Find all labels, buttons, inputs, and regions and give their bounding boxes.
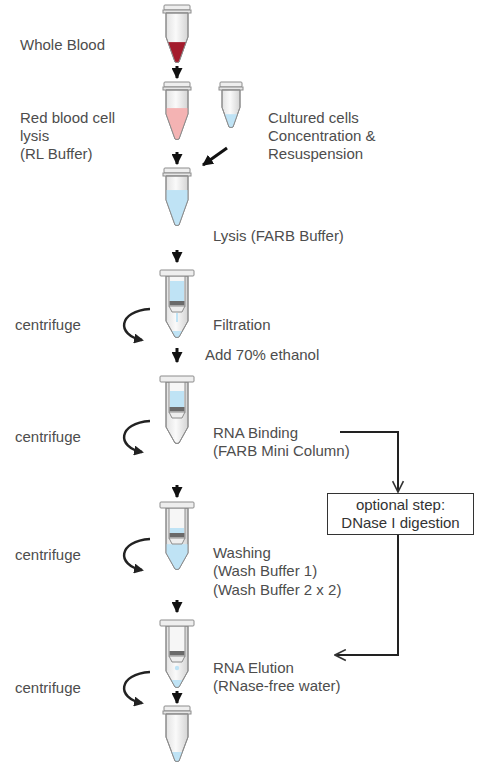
step-detail: (Wash Buffer 2 x 2) <box>213 581 341 599</box>
column-tube-drawing <box>160 376 194 444</box>
centrifuge-label: centrifuge <box>15 428 81 446</box>
step-label: Red blood cell lysis <box>20 109 130 145</box>
column-tube-drawing <box>160 502 194 570</box>
flow-arrow <box>176 348 179 362</box>
lysis-tube: Lysis (FARB Buffer) <box>163 168 208 226</box>
centrifuge-arrow <box>124 539 150 570</box>
step-label: Cultured cells <box>268 109 359 127</box>
step-detail: (RL Buffer) <box>20 145 93 163</box>
flow-arrow <box>203 148 227 165</box>
step-label: Lysis (FARB Buffer) <box>213 227 344 245</box>
step-detail: (Wash Buffer 1) <box>213 562 317 580</box>
flow-arrow <box>176 250 179 262</box>
centrifuge-arrows <box>124 309 150 703</box>
flow-arrow <box>176 485 179 497</box>
centrifuge-arrow <box>124 421 150 452</box>
optional-connector <box>340 432 398 492</box>
step-note: DNase I digestion <box>341 514 459 532</box>
microtube-drawing <box>163 168 191 226</box>
step-label: Whole Blood <box>20 36 105 54</box>
flow-arrow <box>176 152 179 164</box>
step-note: optional step: <box>356 496 445 514</box>
centrifuge-label: centrifuge <box>15 316 81 334</box>
filter-column: Filtration <box>160 270 194 338</box>
spin-column: RNA Binding(FARB Mini Column) <box>160 376 340 444</box>
step-detail: (FARB Mini Column) <box>213 442 350 460</box>
microtube-drawing <box>163 82 191 140</box>
microtube-drawing <box>219 82 243 128</box>
lysis-tube: Red blood cell lysis(RL Buffer) <box>163 82 191 140</box>
step-instruction: Add 70% ethanol <box>205 346 319 364</box>
flow-arrow <box>176 66 179 78</box>
flow-arrow <box>176 600 179 612</box>
step-detail: (RNase-free water) <box>213 677 341 695</box>
centrifuge-arrow <box>124 672 150 703</box>
spin-column: RNA Elution(RNase-free water) <box>160 620 333 688</box>
column-tube-drawing <box>160 620 194 688</box>
centrifuge-arrow <box>124 309 150 340</box>
optional-step-box: optional step:DNase I digestion <box>327 493 474 535</box>
centrifuge-label: centrifuge <box>15 679 81 697</box>
step-label: RNA Binding <box>213 424 298 442</box>
microtube-drawing <box>163 5 191 63</box>
cell-tube: Cultured cellsConcentration & Resuspensi… <box>219 82 245 128</box>
flow-arrow <box>176 691 179 703</box>
step-label: Washing <box>213 544 271 562</box>
centrifuge-label: centrifuge <box>15 546 81 564</box>
step-label: RNA Elution <box>213 659 294 677</box>
blood-tube: Whole Blood <box>163 5 191 63</box>
collection-tube <box>163 706 191 764</box>
step-label: Filtration <box>213 316 271 334</box>
optional-connector <box>335 535 398 655</box>
spin-column: Washing(Wash Buffer 1)(Wash Buffer 2 x 2… <box>160 502 194 570</box>
step-detail: Concentration & Resuspension <box>268 127 398 163</box>
column-tube-drawing <box>160 270 194 338</box>
